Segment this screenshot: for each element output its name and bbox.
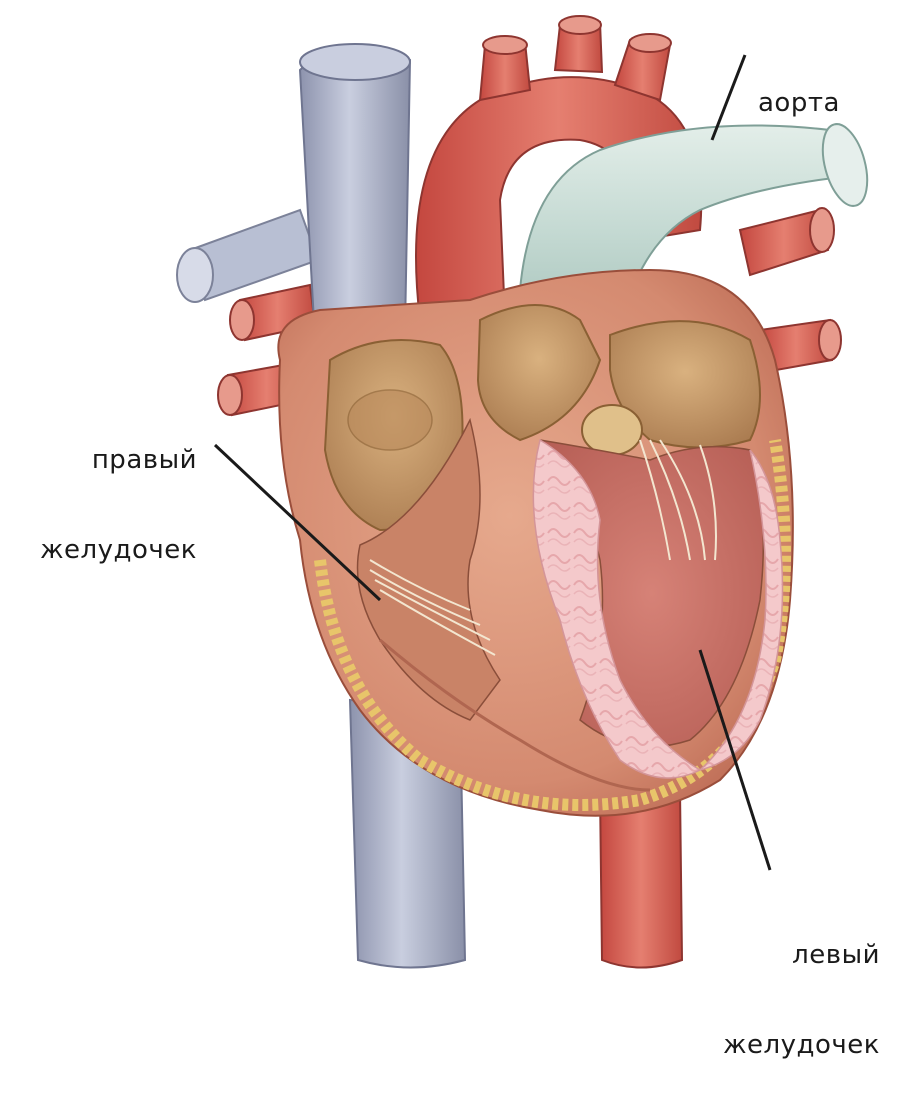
right-ventricle-leader-line <box>213 443 382 602</box>
chordae-tendineae <box>369 439 717 656</box>
descending-aorta <box>598 789 684 969</box>
superior-vena-cava <box>298 43 412 342</box>
right-pulmonary-vessels <box>738 207 842 374</box>
aortic-arch <box>415 15 703 321</box>
epicardial-fat <box>314 439 791 811</box>
left-ventricle-label-line-2: желудочек <box>723 1030 880 1060</box>
heart-diagram: аорта правый желудочек левый желудочек <box>12 15 880 1060</box>
aorta-label: аорта <box>758 28 840 178</box>
right-ventricle-label: правый желудочек <box>12 385 197 625</box>
left-ventricle-label-line-1: левый <box>792 940 880 970</box>
left-ventricle-leader-line <box>698 649 772 871</box>
aorta-label-text: аорта <box>758 88 840 118</box>
atria <box>323 304 761 532</box>
right-ventricle-label-line-2: желудочек <box>40 535 197 565</box>
left-ventricle-label: левый желудочек <box>700 880 880 1120</box>
leader-lines <box>213 54 772 871</box>
heart-illustration <box>176 15 869 969</box>
left-pulmonary-vessels <box>176 208 320 417</box>
aorta-leader-line <box>710 54 747 141</box>
right-ventricle-label-line-1: правый <box>91 445 197 475</box>
